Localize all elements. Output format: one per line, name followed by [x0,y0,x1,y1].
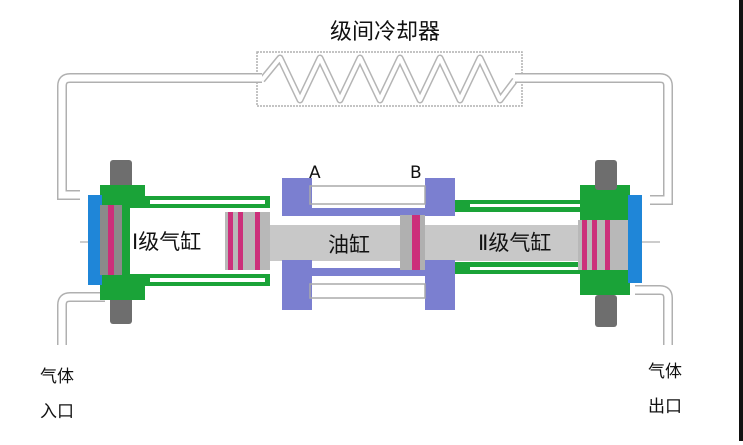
oil-cylinder-label: 油缸 [328,233,370,257]
right-border [739,0,743,441]
gas-outlet-label-line1: 气体 [648,362,682,382]
gas-outlet-label-line2: 出口 [648,397,682,417]
stage2-cylinder [455,160,642,327]
intercooler-label: 级间冷却器 [330,20,441,45]
gas-inlet-label-line1: 气体 [40,367,74,387]
stage2-cylinder-label: Ⅱ级气缸 [478,231,552,255]
intercooler [256,51,523,107]
port-b-label: B [410,163,422,183]
stage1-cylinder [88,160,270,324]
port-a-label: A [309,163,321,183]
gas-inlet-label-line2: 入口 [40,402,74,422]
stage1-cylinder-label: Ⅰ级气缸 [132,230,202,254]
pipe-network [57,73,673,345]
